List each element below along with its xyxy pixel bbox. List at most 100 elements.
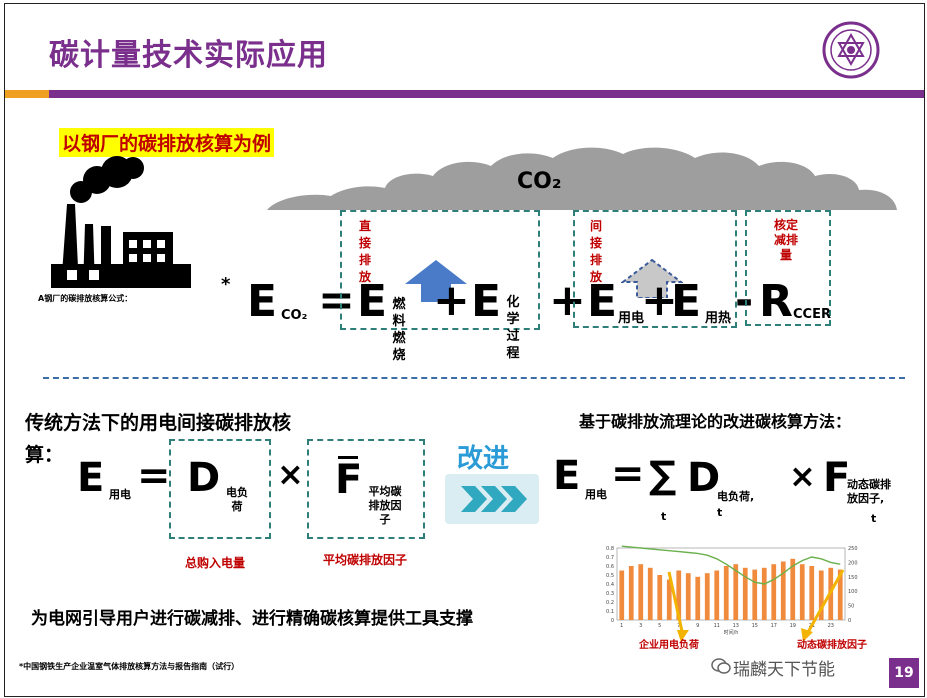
fuel-char-4: 烧 — [392, 348, 406, 363]
chart-y-right-tick: 200 — [848, 560, 858, 566]
offset-line-1: 核定 — [773, 218, 798, 232]
imp-d-sub-t: t — [717, 506, 723, 519]
offset-box — [745, 210, 831, 326]
offset-line-3: 量 — [779, 248, 792, 262]
footnote: *中国钢铁生产企业温室气体排放核算方法与报告指南（试行） — [19, 662, 240, 671]
indirect-emission-label: 间 接 排 放 — [588, 218, 604, 286]
formula-sub-co2: CO₂ — [281, 308, 308, 323]
chart-bar — [628, 566, 634, 620]
formula-label: A钢厂的碳排放核算公式： — [38, 294, 133, 303]
trad-d: D — [187, 455, 221, 501]
chem-char-3: 过 — [506, 329, 520, 344]
chart-bar — [799, 564, 805, 620]
fuel-char-2: 料 — [392, 314, 406, 329]
imp-f-sub: 动态碳排 放因子, — [847, 478, 891, 506]
formula-sub-ccer: CCER — [793, 307, 831, 322]
direct-emission-label: 直 接 排 放 — [357, 218, 373, 286]
trad-f-box — [307, 439, 425, 539]
chart-bar — [685, 573, 691, 620]
load-annotation-arrow — [667, 571, 685, 637]
chart-bar — [619, 570, 625, 620]
chart-x-tick: 3 — [639, 623, 642, 629]
chart-plot-area — [616, 547, 846, 621]
trad-d-sub-line1: 电负 — [226, 486, 248, 499]
improve-label: 改进 — [457, 444, 510, 474]
indirect-emission-box — [573, 210, 737, 328]
direct-char-2: 接 — [358, 236, 371, 250]
chart-bar — [676, 570, 682, 620]
imp-sigma: ∑ — [649, 453, 677, 497]
chart-bar — [714, 570, 720, 620]
factor-annotation-arrow — [805, 569, 845, 635]
chart-bar — [809, 566, 815, 620]
chart-bar — [742, 567, 748, 620]
title-bar — [5, 90, 924, 98]
chart-x-tick: 1 — [620, 623, 623, 629]
trad-equals: = — [137, 453, 171, 499]
chart-bar — [704, 573, 710, 620]
chart-x-tick: 19 — [790, 623, 796, 629]
chart-x-tick: 11 — [714, 623, 720, 629]
fuel-char-3: 燃 — [392, 331, 406, 346]
formula-r: R — [759, 276, 793, 327]
chart-y-left-tick: 0.8 — [606, 546, 614, 552]
trad-f-sub-line3: 子 — [379, 513, 391, 526]
chart-y-left-tick: 0.6 — [606, 564, 614, 570]
chart-y-left-tick: 0 — [611, 618, 614, 624]
indirect-char-1: 间 — [589, 219, 602, 233]
chart-bar — [790, 558, 796, 620]
chart-bar — [733, 564, 739, 620]
chart-y-left-tick: 0.4 — [606, 582, 614, 588]
section-divider — [43, 377, 905, 379]
chem-char-1: 化 — [506, 295, 520, 310]
formula-plus-3: + — [641, 275, 678, 326]
chart-label-load: 企业用电负荷 — [639, 640, 699, 651]
trad-f: F — [335, 457, 363, 503]
indirect-char-3: 排 — [589, 253, 602, 267]
bottom-statement: 为电网引导用户进行碳减排、进行精确碳核算提供工具支撑 — [31, 609, 473, 629]
chart-bar — [647, 567, 653, 620]
chart-bar — [771, 564, 777, 620]
chem-char-4: 程 — [506, 346, 520, 361]
formula-sub-elec: 用电 — [618, 311, 645, 326]
chart-y-right-tick: 150 — [848, 575, 858, 581]
chart-x-tick: 7 — [677, 623, 680, 629]
formula-equals: = — [318, 275, 355, 326]
imp-sub-elec: 用电 — [585, 488, 607, 501]
trad-d-sub: 电负 荷 — [219, 486, 255, 514]
improved-heading: 基于碳排放流理论的改进碳核算方法： — [579, 412, 852, 431]
factor-annotation-arrowhead — [801, 628, 813, 642]
formula-e-total: E — [247, 276, 278, 327]
factory-icon — [51, 156, 191, 288]
watermark-text: 瑞麟天下节能 — [733, 660, 835, 680]
chart-annotation-arrows — [667, 569, 845, 642]
chart-y-right-tick: 50 — [848, 604, 854, 610]
page-number: 19 — [889, 658, 919, 688]
chart-bar — [837, 569, 843, 620]
chart-bar — [638, 564, 644, 620]
imp-equals: = — [611, 451, 645, 497]
chart-y-right-tick: 0 — [848, 618, 851, 624]
imp-f: F — [823, 455, 851, 501]
traditional-heading-line2: 算： — [25, 444, 64, 466]
imp-times: × — [789, 457, 816, 495]
slide: 碳计量技术实际应用 以钢厂的碳排放核算为例 A钢厂的碳排放核算公式： CO₂ — [4, 3, 925, 697]
improve-chevrons-icon — [445, 474, 539, 524]
chart-bar — [723, 566, 729, 620]
direct-up-arrow-icon — [405, 260, 467, 302]
wechat-icon — [711, 658, 731, 674]
formula-e-fuel: E — [357, 276, 388, 327]
trad-f-sub-line1: 平均碳 — [368, 485, 402, 498]
example-subtitle: 以钢厂的碳排放核算为例 — [59, 128, 275, 157]
chart-x-tick: 15 — [752, 623, 758, 629]
formula-sub-heat: 用热 — [705, 311, 732, 326]
footnote-star: * — [221, 274, 231, 295]
imp-d-sub: 电负荷, — [717, 490, 755, 503]
trad-f-sub-line2: 排放因 — [368, 499, 402, 512]
co2-cloud-shape — [267, 147, 897, 210]
imp-f-sub-line1: 动态碳排 — [847, 478, 891, 491]
chart-x-tick: 9 — [696, 623, 699, 629]
trad-d-box — [169, 439, 271, 539]
offset-line-2: 减排 — [773, 233, 798, 247]
trad-e: E — [77, 455, 105, 501]
